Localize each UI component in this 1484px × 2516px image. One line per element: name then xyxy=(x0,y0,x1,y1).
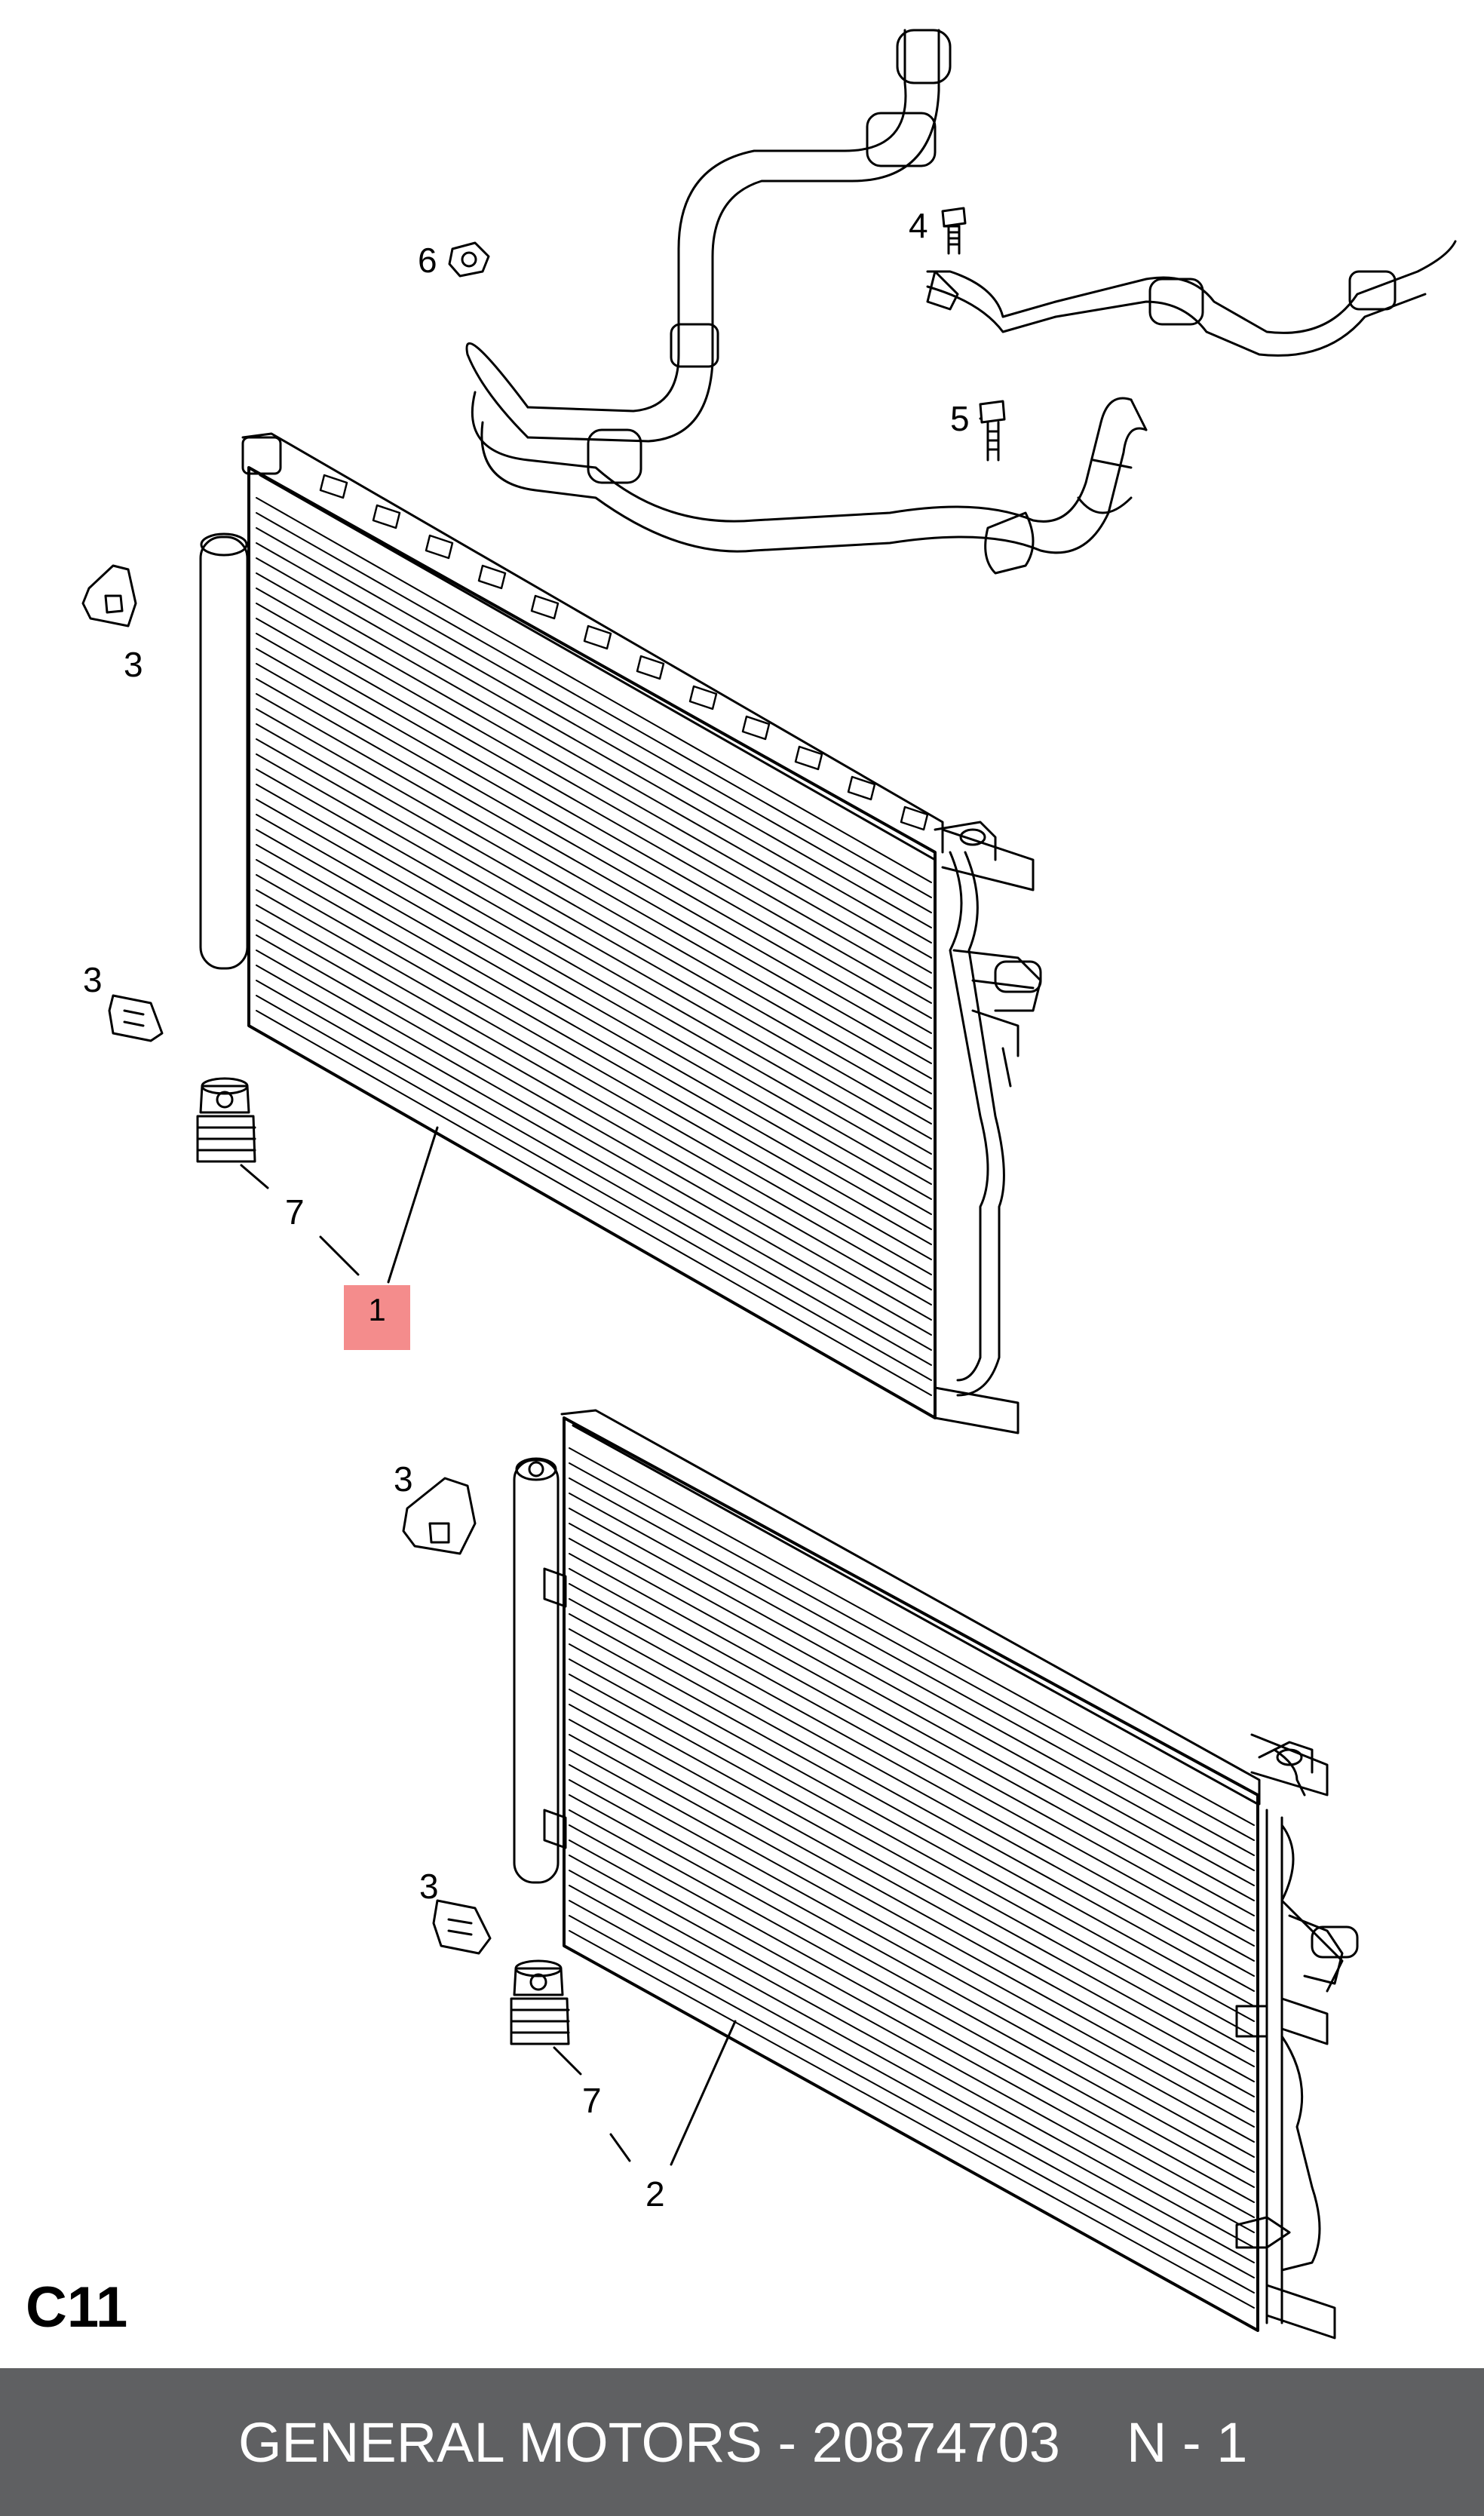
callout-6: 6 xyxy=(418,241,437,280)
callout-2: 2 xyxy=(645,2174,665,2214)
callout-3-a: 3 xyxy=(124,645,143,684)
callout-3-d: 3 xyxy=(419,1867,439,1906)
callout-3-b: 3 xyxy=(83,960,103,999)
nut-6 xyxy=(448,241,490,278)
callout-7-b: 7 xyxy=(582,2081,602,2120)
mount-7-a xyxy=(196,1077,256,1163)
mount-7-b xyxy=(510,1959,570,2045)
callout-1-highlighted: 1 xyxy=(344,1285,410,1350)
callout-5: 5 xyxy=(950,399,970,438)
bracket-3-c xyxy=(402,1477,477,1555)
footer-reference: N - 1 xyxy=(1127,2411,1248,2474)
section-code: C11 xyxy=(26,2275,128,2340)
footer-bar: GENERAL MOTORS - 20874703 N - 1 xyxy=(0,2368,1484,2516)
refrigerant-hose-assembly xyxy=(465,29,1457,575)
callout-4: 4 xyxy=(909,206,928,245)
footer-part-number: GENERAL MOTORS - 20874703 xyxy=(238,2411,1060,2474)
callout-7-a: 7 xyxy=(285,1192,305,1232)
clip-3-b xyxy=(108,994,164,1042)
bolt-5 xyxy=(979,400,1006,462)
parts-diagram xyxy=(81,29,1457,2340)
condenser-1 xyxy=(199,432,1042,1434)
callout-3-c: 3 xyxy=(394,1459,413,1499)
bolt-4 xyxy=(941,207,967,255)
clip-3-d xyxy=(432,1899,492,1955)
bracket-3-a xyxy=(81,564,137,627)
condenser-2 xyxy=(513,1409,1359,2340)
